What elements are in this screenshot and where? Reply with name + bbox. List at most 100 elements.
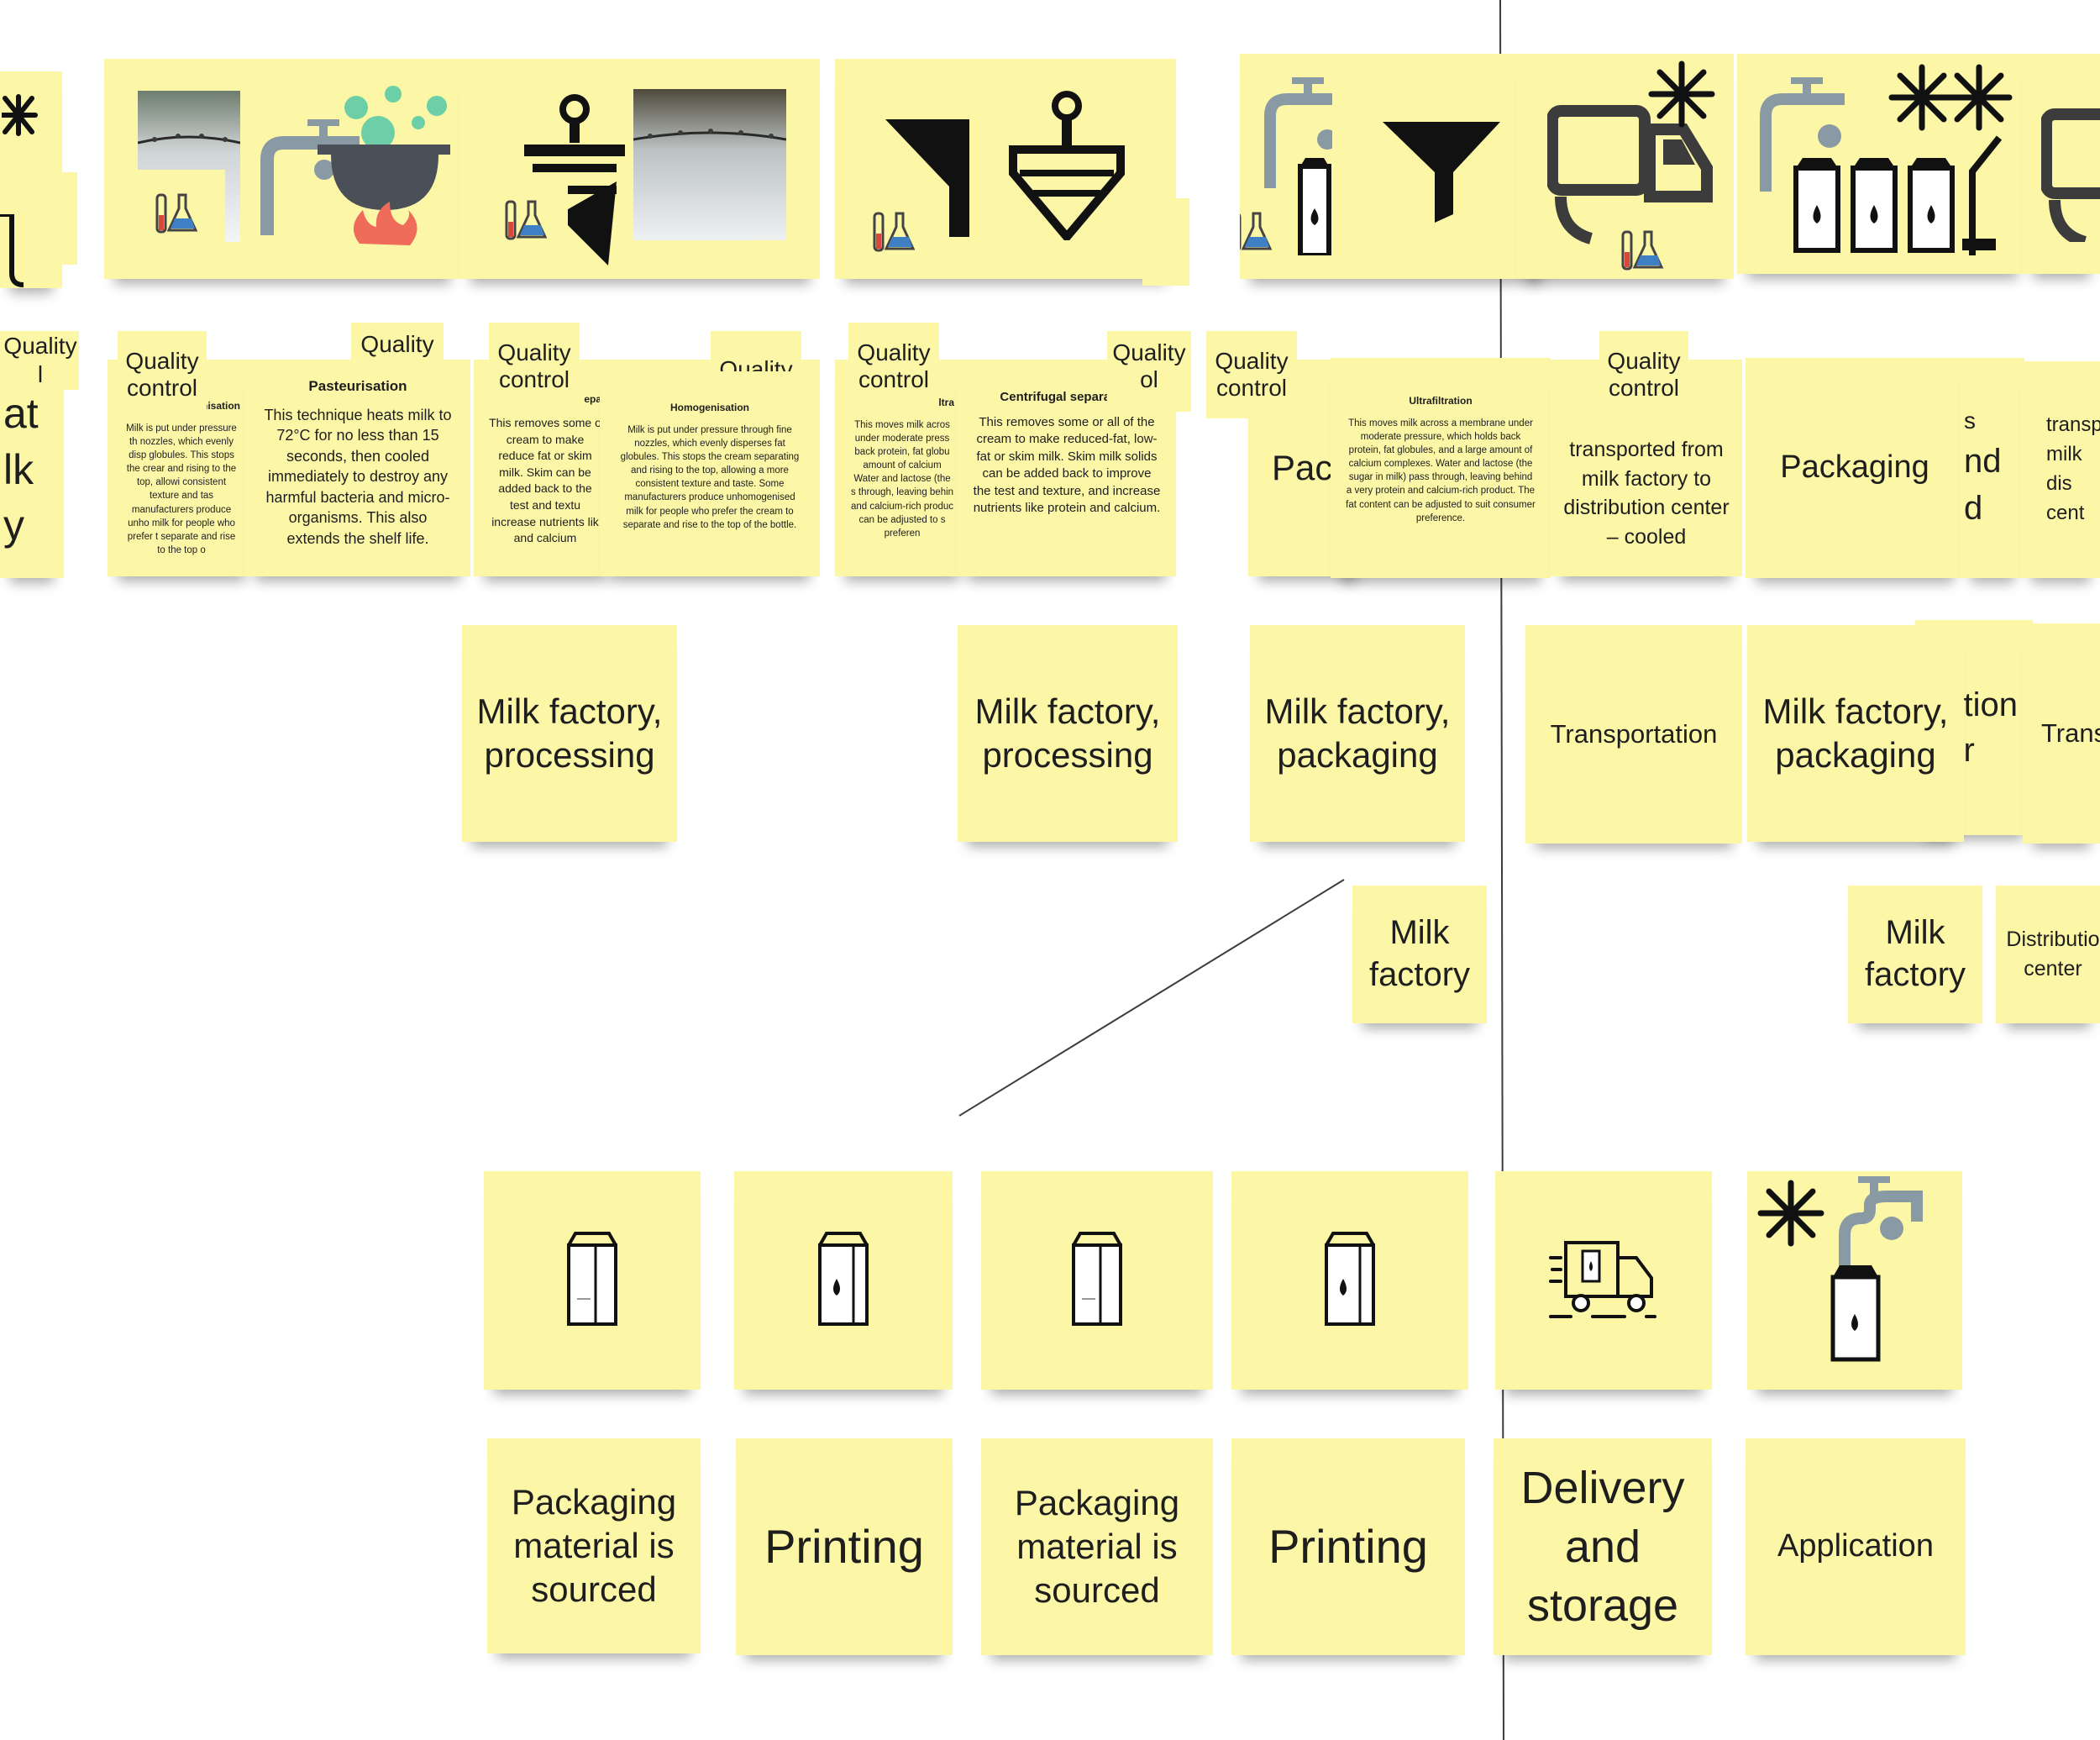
sticky-note-milk-factory[interactable]: Milk factory [1352,886,1487,1023]
sticky-note-carton[interactable] [734,1171,953,1390]
fragment-text: tion [1963,686,2019,723]
note-text: Quality control [1607,348,1681,401]
connector-line[interactable] [958,879,1345,1117]
sticky-note-lab-edge[interactable] [49,172,77,265]
sticky-note-edge[interactable] [1142,198,1189,286]
sticky-note-transportation[interactable]: Transportation [1525,625,1742,844]
mist-spray-photo [633,89,786,240]
sticky-note-lab[interactable] [482,181,568,262]
sticky-note-truck-edge[interactable] [2023,54,2100,274]
note-text: Quality ol [1112,339,1186,392]
sticky-note-milk-factory-packaging[interactable]: Milk factory, packaging [1250,625,1465,842]
note-text: Printing [764,1520,924,1574]
sticky-note-printing[interactable]: Printing [736,1438,953,1655]
note-text: Quality [360,331,434,357]
funnel-filter-icon [885,119,969,241]
milk-tap-icon [0,212,34,288]
note-text: Milk factory, packaging [1264,691,1451,775]
note-text: Distributio center [2006,928,2100,980]
fragment-text: d [1964,489,1983,527]
lab-flasks-icon [501,198,549,246]
centrifuge-icon [1008,89,1126,244]
note-heading: enisation [196,400,240,412]
snowflake-icon [0,81,39,153]
sticky-note-carton[interactable] [981,1171,1213,1390]
sticky-note-separation-icons[interactable] [835,59,1176,279]
fragment-text: nd [1964,442,2002,480]
quality-control-note[interactable]: Quality control [489,323,580,410]
sticky-note-packaging-sourced[interactable]: Packaging material is sourced [981,1438,1213,1655]
note-body: Milk is put under pressure through fine … [620,425,800,530]
sticky-note-lab[interactable] [1240,188,1294,279]
sticky-note-milk-factory-packaging[interactable]: Milk factory, packaging [1747,625,1964,842]
sticky-note-lab[interactable] [126,170,225,260]
note-text: Packaging [1780,449,1929,486]
sticky-note-packaging-fragment[interactable]: s nd d [1961,358,2024,578]
note-text: Trans [2041,718,2100,748]
sticky-note-delivery-storage[interactable]: Delivery and storage [1494,1438,1712,1655]
note-text: Packaging material is sourced [511,1481,677,1610]
sticky-note-filtration-icons[interactable] [1240,54,1551,279]
sticky-note-homogenisation[interactable]: Homogenisation Milk is put under pressur… [600,360,820,576]
sticky-note-trans-fragment[interactable]: Trans [2023,623,2100,844]
note-text: Milk factory [1368,914,1471,993]
sticky-note-milk-factory-processing[interactable]: Milk factory, processing [958,625,1178,842]
sticky-note-lab[interactable] [1598,222,1685,279]
quality-control-note[interactable]: Quality control [1206,331,1297,418]
note-text: Transportation [1550,718,1718,749]
note-heading: Homogenisation [669,402,749,413]
note-text: Quality control [125,348,199,401]
milk-carton-icon [1295,158,1334,260]
sticky-note-milk-factory-processing[interactable]: Milk factory, processing [462,625,677,842]
lab-flasks-icon [152,192,199,239]
truck-icon [2040,108,2100,248]
sticky-note-lab[interactable] [852,193,934,274]
sticky-note-fat-milk[interactable]: at lk y [0,361,64,578]
note-heading: iltra [935,397,954,408]
note-body: This removes some o cream to make reduce… [489,416,601,545]
sticky-note-carton[interactable] [484,1171,701,1390]
note-text: Milk factory [1864,914,1966,993]
milk-carton-icon [1830,1262,1882,1367]
quality-control-note[interactable]: Quality control [118,331,207,418]
sticky-note-milk-factory[interactable]: Milk factory [1848,886,1982,1023]
sticky-note-packaging-sourced[interactable]: Packaging material is sourced [487,1438,701,1653]
note-text: Application [1777,1528,1934,1564]
milk-tap-icon [1819,1176,1929,1281]
snowflake-icon [1648,60,1715,132]
quality-control-note[interactable]: Quality l [0,331,79,390]
note-heading: epa [584,393,601,405]
quality-control-note[interactable]: Quality [711,331,801,371]
sticky-note-delivery-truck[interactable] [1495,1171,1712,1390]
snowflake-icon [1757,1180,1824,1251]
sticky-note-homogenisation-icons[interactable] [460,59,820,279]
note-text: Quality l [3,333,77,387]
sticky-note-pasteurisation[interactable]: Pasteurisation This technique heats milk… [245,360,470,576]
note-text: transported from milk factory to distrib… [1563,438,1730,549]
sticky-note-packaging[interactable]: Packaging [1746,358,1964,578]
fragment-text: r [1963,732,1975,769]
sticky-note-ultrafiltration[interactable]: Ultrafiltration This moves milk across a… [1331,358,1551,578]
sticky-note-pasteurisation-icons[interactable] [104,59,460,279]
sticky-note-distribution-center[interactable]: Distributio center [1996,886,2100,1023]
note-body: This moves milk acros under moderate pre… [850,420,954,539]
quality-control-note[interactable]: Quality control [848,323,939,410]
note-text: Pac [1272,448,1333,487]
sticky-note-carton[interactable] [1231,1171,1468,1390]
sticky-note-filter[interactable] [1332,62,1551,279]
sticky-note-application-icons[interactable] [1747,1171,1962,1390]
quality-control-note[interactable]: Quality ol [1107,331,1191,412]
note-text: Milk factory, processing [974,691,1161,775]
quality-control-note[interactable]: Quality [351,323,444,370]
quality-control-note[interactable]: Quality control [1599,331,1688,418]
note-text: Milk factory, packaging [1762,691,1949,775]
sticky-note-application[interactable]: Application [1746,1438,1966,1655]
sticky-note-transport-icons[interactable] [1517,54,1734,279]
fragment-text: transp [2046,413,2100,437]
sticky-note-packaging-icons[interactable] [1737,54,2028,274]
sticky-note-transport-fragment[interactable]: transp milk dis cent [2021,361,2100,578]
fragment-text: dis [2046,472,2072,495]
lab-flasks-icon [1240,210,1273,258]
sticky-note-printing[interactable]: Printing [1231,1438,1465,1655]
